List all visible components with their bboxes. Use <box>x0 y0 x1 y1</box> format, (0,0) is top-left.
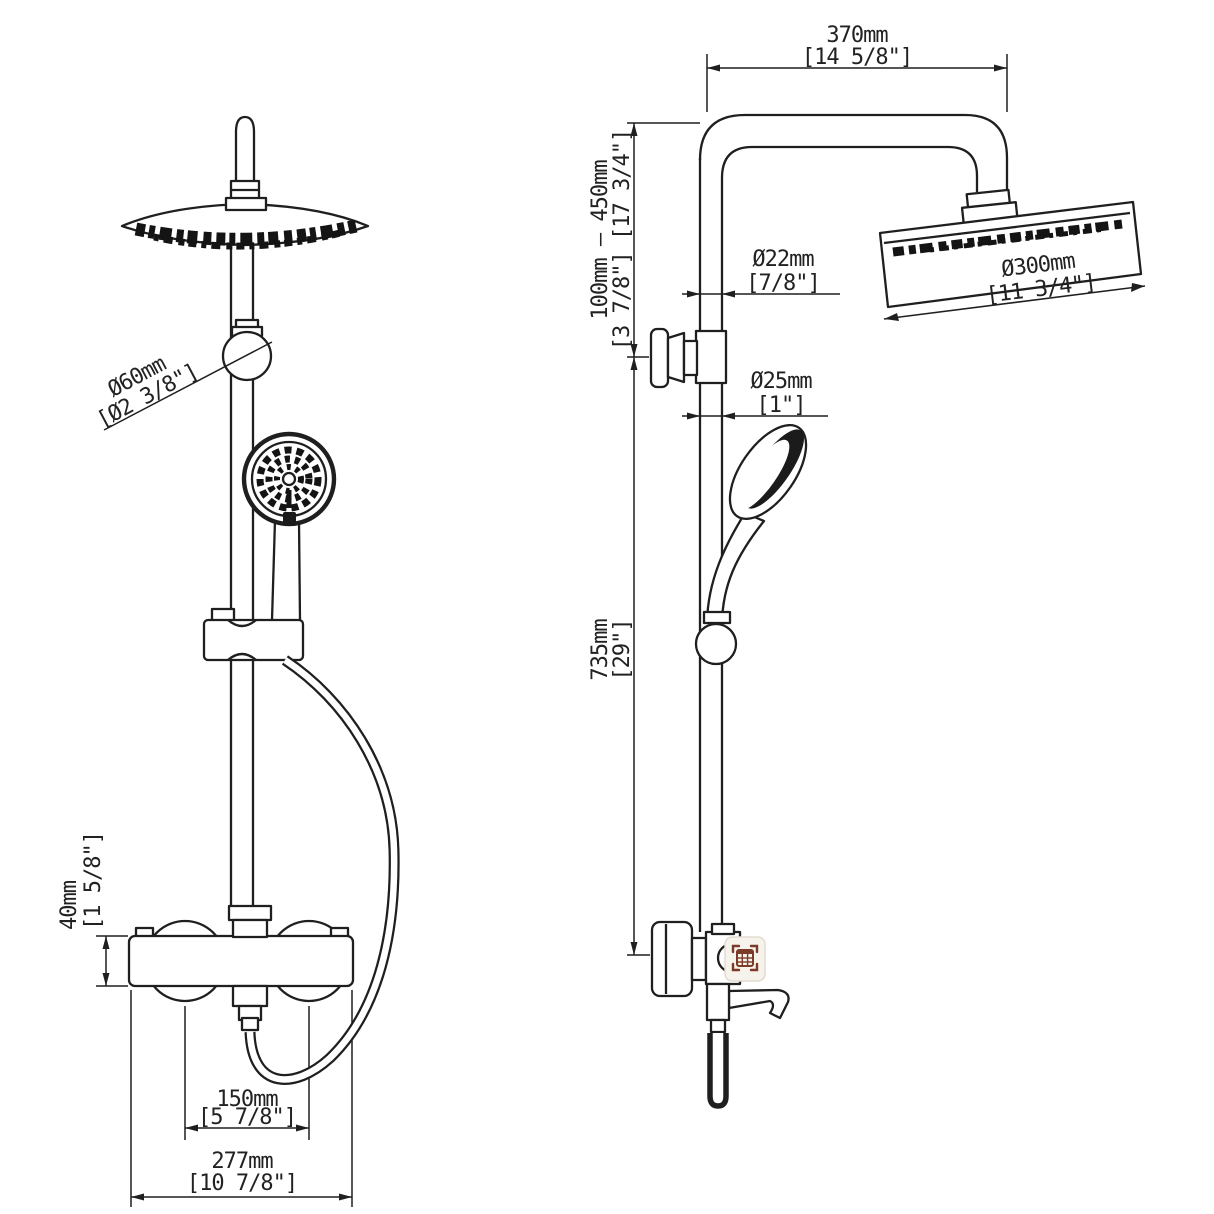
front-handheld-shower <box>241 431 337 621</box>
front-head-nozzles <box>134 219 358 246</box>
dim-upper-pipe-value: Ø22mm <box>752 247 814 272</box>
dim-slide-bar-length: 735mm [29"] <box>588 357 650 956</box>
dim-slide-bar-length-value: 735mm <box>588 619 613 681</box>
side-hose-outlet <box>707 1033 729 1109</box>
dim-lower-pipe-diameter: Ø25mm [1"] <box>682 369 828 420</box>
side-riser-pipe <box>698 158 724 932</box>
valve-body <box>127 934 355 988</box>
dim-upper-pipe-diameter: Ø22mm [7/8"] <box>682 247 840 298</box>
dim-handle-spacing: 150mm [5 7/8"] <box>184 1006 310 1140</box>
dim-upper-pipe-imperial: [7/8"] <box>746 271 819 296</box>
side-slider-tab <box>702 610 732 625</box>
dim-slide-bar-length-imperial: [29"] <box>610 619 635 680</box>
front-rain-head <box>120 115 370 250</box>
dim-valve-height-value: 40mm <box>57 880 82 930</box>
dim-valve-height: 40mm [1 5/8"] <box>57 832 128 987</box>
front-wall-bracket <box>221 318 273 382</box>
dim-height-adjust-value: 100mm — 450mm <box>588 160 613 320</box>
side-view: Ø300mm [11 3/4"] 370mm [14 5/8"] 100mm —… <box>588 23 1146 1109</box>
dim-height-adjust-imperial: [3 7/8"] [17 3/4"] <box>610 130 635 350</box>
front-slider-bracket <box>202 607 305 662</box>
side-rain-head <box>878 200 1143 309</box>
side-shower-arm <box>698 113 1019 225</box>
side-wall-bracket <box>649 327 728 389</box>
front-hose <box>240 655 400 1085</box>
dim-height-adjust: 100mm — 450mm [3 7/8"] [17 3/4"] <box>588 122 700 358</box>
side-valve <box>650 920 790 1109</box>
dim-head-diameter: Ø300mm [11 3/4"] <box>883 249 1146 321</box>
side-slider-ring <box>694 622 738 666</box>
dim-handle-spacing-imperial: [5 7/8"] <box>198 1105 296 1130</box>
dim-lower-pipe-imperial: [1"] <box>757 393 806 418</box>
side-head-nozzles <box>892 219 1123 257</box>
side-valve-knob <box>650 920 694 998</box>
dim-lower-pipe-value: Ø25mm <box>750 369 812 394</box>
dim-arm-projection-imperial: [14 5/8"] <box>802 45 912 70</box>
dim-valve-width-value: 277mm <box>211 1149 273 1174</box>
front-valve <box>127 904 355 1022</box>
dim-handle-spacing-value: 150mm <box>216 1087 278 1112</box>
side-handheld-shower <box>694 423 808 666</box>
dim-arm-projection-value: 370mm <box>826 23 888 48</box>
front-view: Ø60mm [Ø2 3/8"] <box>57 115 400 1207</box>
scan-grid-icon[interactable] <box>724 936 766 982</box>
side-tub-spout <box>727 988 790 1020</box>
dim-arm-projection: 370mm [14 5/8"] <box>706 23 1008 112</box>
dim-valve-height-imperial: [1 5/8"] <box>81 832 106 930</box>
handheld-spray-ring <box>256 446 322 512</box>
dim-valve-width-imperial: [10 7/8"] <box>187 1171 297 1196</box>
